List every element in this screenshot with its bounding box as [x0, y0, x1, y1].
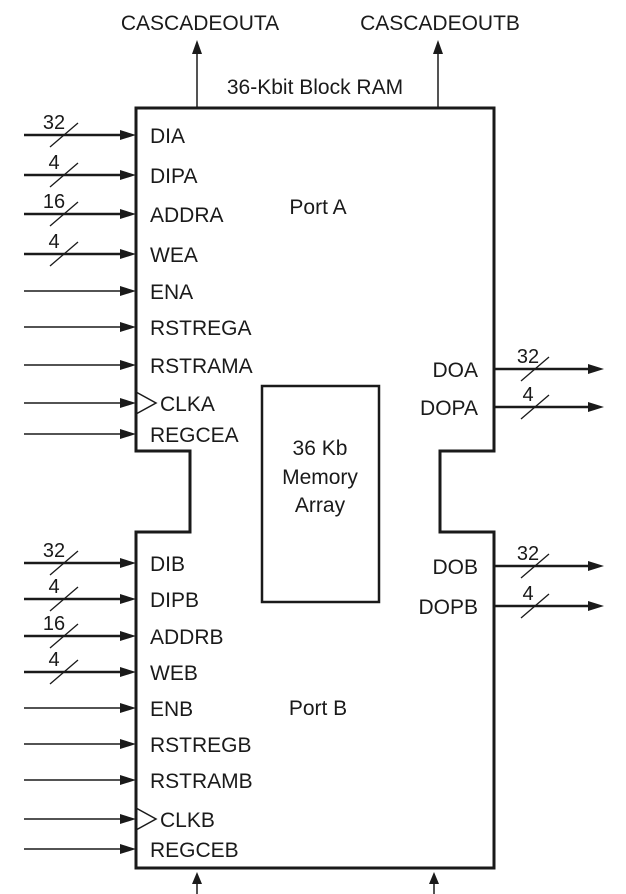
- clkb-label: CLKB: [160, 809, 215, 832]
- dib-bus-slash: [49, 550, 79, 576]
- memory-array-line-1: 36 Kb: [293, 437, 348, 460]
- web-label: WEB: [150, 662, 198, 685]
- cascadeinb-arrow: [429, 872, 439, 884]
- regceb-label: REGCEB: [150, 839, 239, 862]
- regcea-label: REGCEA: [150, 424, 239, 447]
- rstrega-label: RSTREGA: [150, 317, 252, 340]
- dob-label: DOB: [432, 556, 478, 579]
- dopa-bus-width: 4: [522, 384, 533, 406]
- cascadeouta-label: CASCADEOUTA: [121, 12, 279, 35]
- dopb-label: DOPB: [418, 596, 478, 619]
- dopb-bus-width: 4: [522, 583, 533, 605]
- dipb-label: DIPB: [150, 589, 199, 612]
- dia-bus-slash: [49, 122, 79, 148]
- dipb-bus-slash: [49, 586, 79, 612]
- dopa-bus-slash: [520, 394, 550, 420]
- doa-label: DOA: [432, 359, 478, 382]
- dopb-arrow: [588, 601, 604, 611]
- memory-array-box: [260, 384, 381, 604]
- dib-bus-width: 32: [43, 540, 65, 562]
- dopa-label: DOPA: [420, 397, 478, 420]
- doa-bus-slash: [520, 356, 550, 382]
- web-bus-width: 4: [48, 649, 59, 671]
- regceb-arrow: [120, 844, 136, 854]
- dob-bus-width: 32: [517, 543, 539, 565]
- rstregb-label: RSTREGB: [150, 734, 252, 757]
- dopa-arrow: [588, 402, 604, 412]
- enb-arrow: [120, 703, 136, 713]
- dipa-bus-slash: [49, 162, 79, 188]
- dob-arrow: [588, 561, 604, 571]
- addra-label: ADDRA: [150, 204, 224, 227]
- web-arrow: [120, 667, 136, 677]
- rstramb-label: RSTRAMB: [150, 770, 253, 793]
- port-b-label: Port B: [289, 697, 347, 720]
- wea-bus-slash: [49, 241, 79, 267]
- rstrega-arrow: [120, 322, 136, 332]
- dipb-arrow: [120, 594, 136, 604]
- enb-label: ENB: [150, 698, 193, 721]
- clkb-clock-marker: [135, 807, 158, 831]
- addrb-label: ADDRB: [150, 626, 224, 649]
- block-ram-title: 36-Kbit Block RAM: [227, 76, 403, 99]
- pin-group: 32DIA4DIPA16ADDRA4WEAENARSTREGARSTRAMACL…: [24, 112, 604, 862]
- dib-arrow: [120, 558, 136, 568]
- rstramb-arrow: [120, 775, 136, 785]
- addrb-bus-width: 16: [43, 613, 65, 635]
- wea-bus-width: 4: [48, 231, 59, 253]
- dia-bus-width: 32: [43, 112, 65, 134]
- ena-arrow: [120, 286, 136, 296]
- memory-array-line-3: Array: [295, 494, 346, 517]
- doa-bus-width: 32: [517, 346, 539, 368]
- clka-label: CLKA: [160, 393, 215, 416]
- dia-arrow: [120, 130, 136, 140]
- web-bus-slash: [49, 659, 79, 685]
- dia-label: DIA: [150, 125, 185, 148]
- regcea-arrow: [120, 429, 136, 439]
- addrb-bus-slash: [49, 623, 79, 649]
- addra-bus-width: 16: [43, 191, 65, 213]
- dipa-bus-width: 4: [48, 152, 59, 174]
- doa-arrow: [588, 364, 604, 374]
- dopb-bus-slash: [520, 593, 550, 619]
- cascadeoutb-arrow: [433, 40, 443, 54]
- wea-label: WEA: [150, 244, 198, 267]
- dib-label: DIB: [150, 553, 185, 576]
- clkb-arrow: [120, 814, 136, 824]
- dipa-arrow: [120, 170, 136, 180]
- clka-clock-marker: [135, 391, 158, 415]
- addra-bus-slash: [49, 201, 79, 227]
- memory-array-line-2: Memory: [282, 466, 358, 489]
- addra-arrow: [120, 209, 136, 219]
- addrb-arrow: [120, 631, 136, 641]
- clka-arrow: [120, 398, 136, 408]
- cascadeoutb-label: CASCADEOUTB: [360, 12, 520, 35]
- cascadeouta-arrow: [192, 40, 202, 54]
- rstrama-arrow: [120, 360, 136, 370]
- rstrama-label: RSTRAMA: [150, 355, 253, 378]
- dipa-label: DIPA: [150, 165, 197, 188]
- dipb-bus-width: 4: [48, 576, 59, 598]
- wea-arrow: [120, 249, 136, 259]
- dob-bus-slash: [520, 553, 550, 579]
- cascadeina-arrow: [192, 872, 202, 884]
- port-a-label: Port A: [289, 196, 346, 219]
- rstregb-arrow: [120, 739, 136, 749]
- ena-label: ENA: [150, 281, 193, 304]
